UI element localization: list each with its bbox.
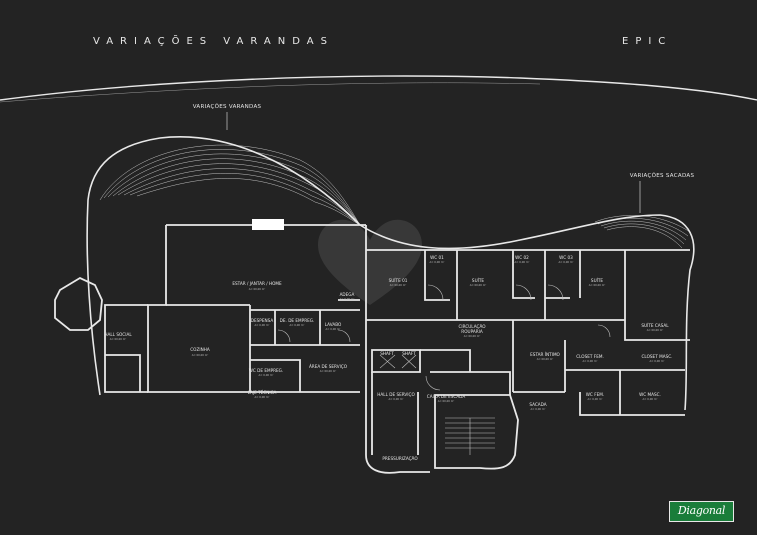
- area-sacada: A= 0,00 m²: [531, 407, 546, 411]
- area-estar: A= 00,00 m²: [249, 287, 266, 291]
- label-wc-03: WC 03: [559, 255, 573, 260]
- area-wc-01: A= 0,00 m²: [430, 260, 445, 264]
- area-cozinha: A= 00,00 m²: [192, 353, 209, 357]
- callout-varandas: VARIAÇÕES VARANDAS: [193, 103, 262, 110]
- label-hall-social: HALL SOCIAL: [104, 332, 132, 337]
- label-rouparia: ROUPARIA: [461, 329, 483, 334]
- label-estar-intimo: ESTAR ÍNTIMO: [530, 352, 560, 357]
- page-title: VARIAÇÕES VARANDAS: [93, 36, 334, 47]
- sacada-fan-lines: [594, 215, 691, 249]
- label-laje-tecnica: LAJE TÉCNICA: [248, 390, 277, 395]
- area-suite-casal: A= 00,00 m²: [647, 328, 664, 332]
- area-circulacao: A= 00,00 m²: [464, 334, 481, 338]
- label-circulacao: CIRCULAÇÃO: [458, 324, 486, 329]
- label-wc-01: WC 01: [430, 255, 444, 260]
- label-cozinha: COZINHA: [190, 347, 210, 352]
- outer-shell: [86, 136, 695, 411]
- label-wc-fem: WC FEM.: [586, 392, 604, 397]
- area-wc-masc: A= 0,00 m²: [643, 397, 658, 401]
- label-suite-01: SUÍTE 01: [389, 278, 408, 283]
- area-caixa-escada: A= 00,00 m²: [438, 399, 455, 403]
- label-hall-servico: HALL DE SERVIÇO: [377, 392, 415, 397]
- label-sacada: SACADA: [529, 402, 546, 407]
- project-name: EPIC: [622, 36, 673, 47]
- area-wc-02: A= 0,00 m²: [515, 260, 530, 264]
- area-despensa: A= 0,00 m²: [255, 323, 270, 327]
- area-closet-masc: A= 0,00 m²: [650, 359, 665, 363]
- brand-logo: Diagonal: [669, 501, 734, 522]
- area-suite-02: A= 00,00 m²: [470, 283, 487, 287]
- area-hall-social: A= 00,00 m²: [110, 337, 127, 341]
- label-wc-02: WC 02: [515, 255, 529, 260]
- label-adega: ADEGA: [340, 292, 355, 297]
- label-pressurizacao: PRESSURIZAÇÃO: [382, 456, 418, 461]
- decorative-sweep-thin: [0, 82, 541, 103]
- area-suite-03: A= 00,00 m²: [589, 283, 606, 287]
- area-dep-empreg: A= 0,00 m²: [290, 323, 305, 327]
- label-suite-03: SUÍTE: [591, 278, 604, 283]
- area-estar-intimo: A= 00,00 m²: [537, 357, 554, 361]
- callout-sacadas: VARIAÇÕES SACADAS: [630, 172, 695, 179]
- area-wc-fem: A= 0,00 m²: [588, 397, 603, 401]
- label-closet-masc: CLOSET MASC.: [642, 354, 673, 359]
- watermark-heart: [318, 219, 422, 305]
- label-shaft-1: SHAFT: [380, 351, 394, 356]
- area-wc-empreg: A= 0,00 m²: [259, 373, 274, 377]
- area-wc-03: A= 0,00 m²: [559, 260, 574, 264]
- walls: [54, 224, 690, 474]
- label-area-servico: ÁREA DE SERVIÇO: [309, 364, 348, 369]
- area-hall-servico: A= 0,00 m²: [389, 397, 404, 401]
- tv-panel: [252, 219, 284, 230]
- label-despensa: DESPENSA: [251, 318, 274, 323]
- area-laje-tecnica: A= 0,00 m²: [255, 395, 270, 399]
- details: [277, 284, 611, 455]
- area-lavabo: A= 0,00 m²: [326, 327, 341, 331]
- room-labels: HALL SOCIAL A= 00,00 m² ESTAR / JANTAR /…: [104, 255, 672, 461]
- label-wc-masc: WC MASC.: [639, 392, 661, 397]
- area-suite-01: A= 00,00 m²: [390, 283, 407, 287]
- label-shaft-2: SHAFT: [402, 351, 416, 356]
- label-lavabo: LAVABO: [325, 322, 342, 327]
- label-wc-empreg: WC DE EMPREG.: [249, 368, 284, 373]
- label-suite-casal: SUÍTE CASAL: [641, 323, 669, 328]
- label-dep-empreg: DE. DE EMPREG.: [280, 318, 315, 323]
- area-area-servico: A= 00,00 m²: [320, 369, 337, 373]
- label-suite-02: SUÍTE: [472, 278, 485, 283]
- label-caixa-escada: CAIXA DE ESCADA: [427, 394, 466, 399]
- decorative-sweep: [0, 75, 757, 101]
- varanda-fan-lines: [99, 144, 361, 226]
- area-adega: A= 0,00 m²: [340, 297, 355, 301]
- label-estar: ESTAR / JANTAR / HOME: [232, 281, 282, 286]
- label-closet-fem: CLOSET FEM.: [576, 354, 604, 359]
- area-closet-fem: A= 0,00 m²: [583, 359, 598, 363]
